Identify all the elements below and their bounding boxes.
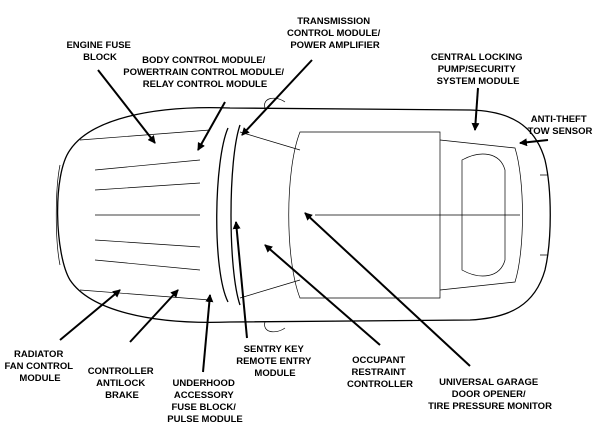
roof [288, 131, 441, 299]
label-radiator-fan-control: RADIATOR FAN CONTROL MODULE [4, 349, 75, 384]
label-anti-theft-tow-sensor: ANTI-THEFT TOW SENSOR [528, 114, 593, 137]
label-underhood-fuse-block: UNDERHOOD ACCESSORY FUSE BLOCK/ PULSE MO… [167, 378, 242, 425]
vehicle-top-view [55, 97, 551, 333]
label-occupant-restraint: OCCUPANT RESTRAINT CONTROLLER [347, 355, 413, 390]
label-body-control-module: BODY CONTROL MODULE/ POWERTRAIN CONTROL … [123, 55, 286, 90]
arrow-central-locking-pump [471, 87, 480, 131]
label-transmission-control-module: TRANSMISSION CONTROL MODULE/ POWER AMPLI… [287, 16, 383, 51]
label-central-locking-pump: CENTRAL LOCKING PUMP/SECURITY SYSTEM MOD… [431, 52, 525, 87]
label-universal-garage-door: UNIVERSAL GARAGE DOOR OPENER/ TIRE PRESS… [428, 377, 552, 412]
callout-arrows [59, 59, 549, 373]
arrow-occupant-restraint [264, 244, 381, 346]
arrow-universal-garage-door [304, 212, 471, 367]
arrow-radiator-fan-control [59, 289, 121, 341]
arrow-underhood-fuse-block [202, 294, 214, 373]
label-engine-fuse-block: ENGINE FUSE BLOCK [66, 40, 133, 63]
label-sentry-key-module: SENTRY KEY REMOTE ENTRY MODULE [236, 344, 314, 379]
windshield [216, 127, 229, 303]
label-controller-antilock-brake: CONTROLLER ANTILOCK BRAKE [88, 366, 157, 401]
arrow-sentry-key-module [232, 221, 248, 339]
rear-window [461, 153, 506, 277]
side-mirrors [264, 97, 286, 333]
arrow-body-control-module [197, 101, 226, 151]
arrow-controller-antilock-brake [129, 289, 179, 343]
arrow-transmission-control-module [241, 59, 313, 136]
arrow-anti-theft-tow-sensor [519, 138, 549, 147]
arrow-engine-fuse-block [97, 69, 156, 144]
